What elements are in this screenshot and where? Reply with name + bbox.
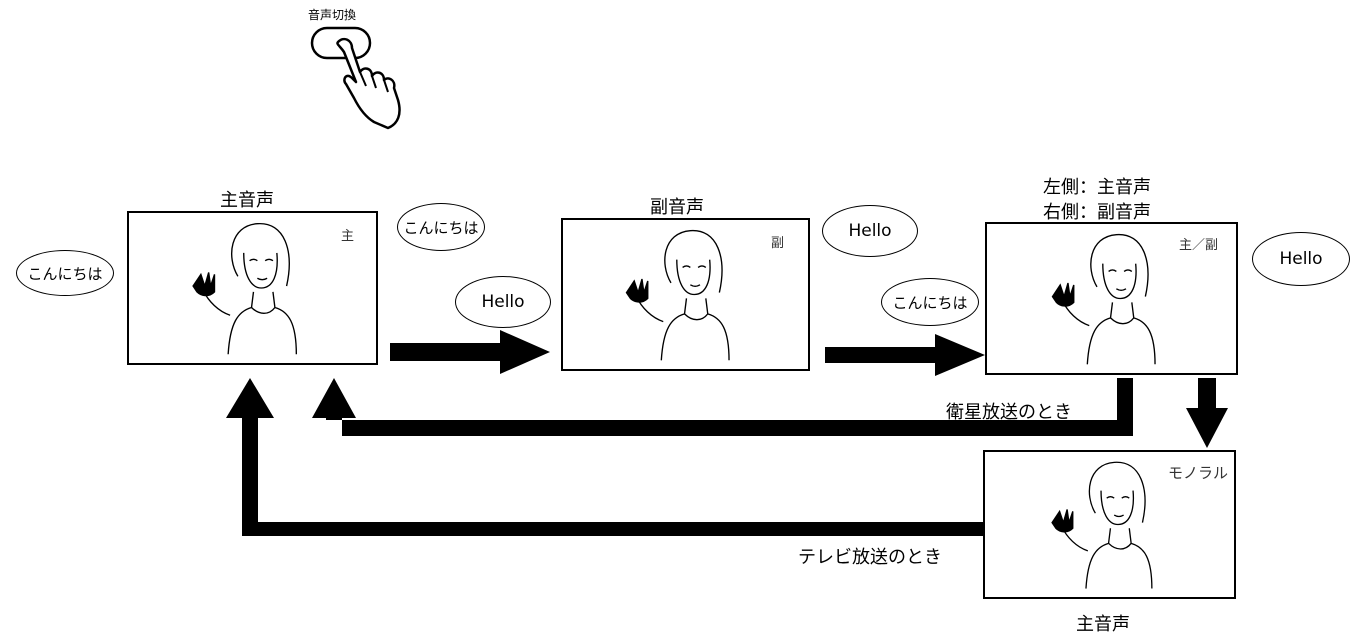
mono-indicator: モノラル <box>1168 462 1228 483</box>
main-bubble-right: こんにちは <box>397 203 485 251</box>
dual-title-line2: 右側：副音声 <box>1043 198 1151 224</box>
main-bubble-left: こんにちは <box>16 250 114 296</box>
dual-bubble-right: Hello <box>1252 232 1350 286</box>
mono-caption: 主音声 <box>1076 610 1130 636</box>
sub-bubble-right: Hello <box>822 205 918 257</box>
main-indicator: 主 <box>341 225 354 244</box>
dual-title-line1: 左側：主音声 <box>1043 173 1151 199</box>
sub-audio-title: 副音声 <box>650 193 704 219</box>
tv-screen-mono: モノラル <box>983 450 1236 599</box>
tv-screen-dual: 主／副 <box>985 222 1238 375</box>
main-audio-title: 主音声 <box>220 186 274 212</box>
woman-waving-icon <box>129 213 376 363</box>
arrow-dual-to-mono <box>1186 378 1228 448</box>
dual-indicator: 主／副 <box>1179 234 1218 253</box>
tv-path-label: テレビ放送のとき <box>798 543 942 569</box>
arrow-sub-to-dual <box>825 334 985 376</box>
tv-screen-sub: 副 <box>561 218 810 371</box>
tv-screen-main: 主 <box>127 211 378 365</box>
satellite-path-label: 衛星放送のとき <box>946 398 1072 424</box>
dual-bubble-left: こんにちは <box>881 278 979 326</box>
sub-bubble-left: Hello <box>455 276 551 328</box>
arrow-main-to-sub <box>390 330 550 374</box>
sub-indicator: 副 <box>771 232 784 251</box>
